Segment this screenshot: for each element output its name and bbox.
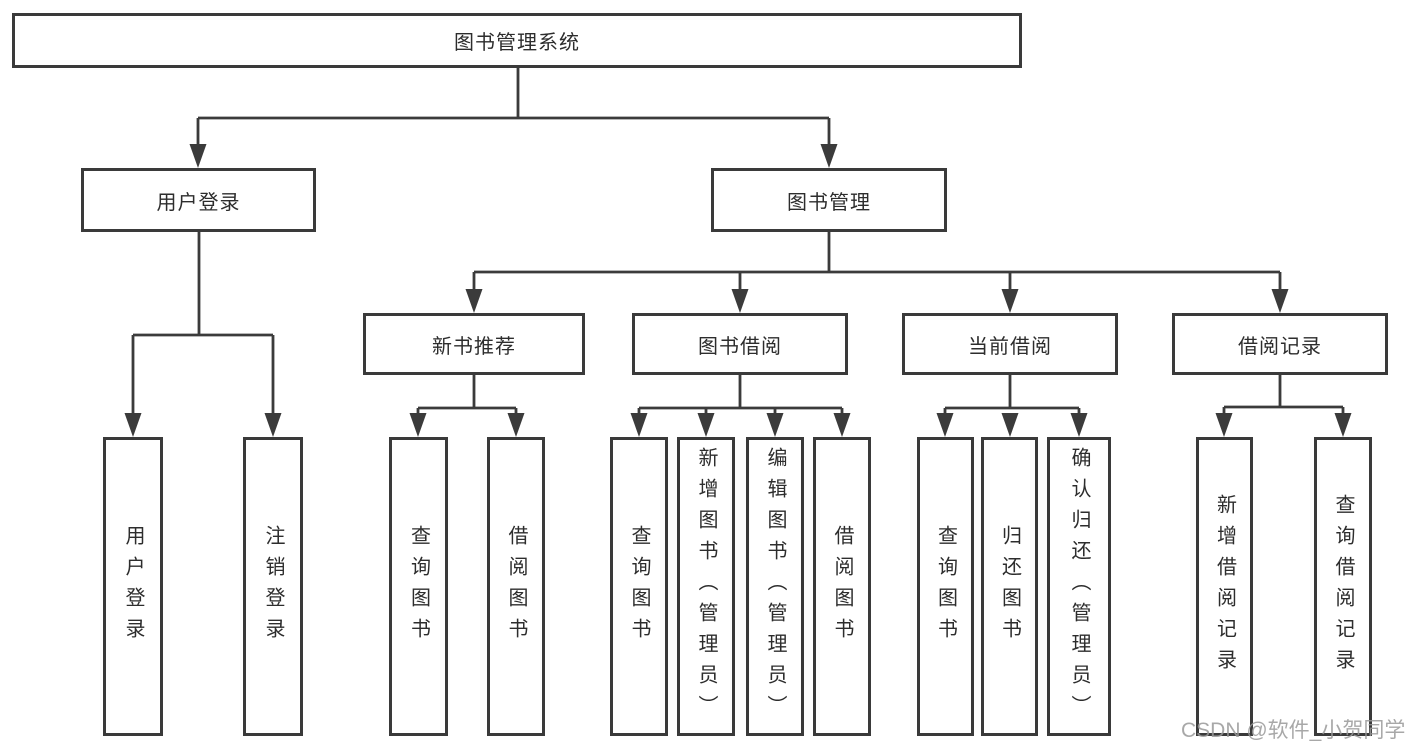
node-label: 图书借阅	[698, 335, 782, 358]
node-current-borrowing: 当前借阅	[902, 313, 1118, 375]
node-label: 查询借阅记录	[1332, 493, 1354, 680]
node-leaf-logout: 注销登录	[243, 437, 303, 736]
node-label: 借阅图书	[831, 524, 853, 649]
node-leaf-borrow-books: 借阅图书	[813, 437, 871, 736]
node-label: 图书管理系统	[454, 32, 580, 54]
node-label: 新增借阅记录	[1213, 493, 1236, 680]
node-label: 用户登录	[122, 524, 144, 649]
node-leaf-add-borrow-record: 新增借阅记录	[1196, 437, 1253, 736]
node-book-management: 图书管理	[711, 168, 947, 232]
node-leaf-return-books: 归还图书	[981, 437, 1038, 736]
node-label: 用户登录	[156, 191, 241, 214]
node-leaf-query-borrow-record: 查询借阅记录	[1314, 437, 1372, 736]
node-label: 当前借阅	[968, 335, 1052, 358]
node-label: 编辑图书（管理员）	[764, 447, 786, 726]
node-label: 新增图书（管理员）	[695, 447, 717, 726]
node-leaf-query-books-recommend: 查询图书	[389, 437, 448, 736]
node-leaf-borrow-books-recommend: 借阅图书	[487, 437, 545, 736]
node-book-borrowing: 图书借阅	[632, 313, 848, 375]
node-label: 借阅记录	[1238, 335, 1322, 358]
node-label: 图书管理	[787, 191, 871, 214]
node-label: 查询图书	[407, 524, 430, 649]
node-leaf-edit-book-admin: 编辑图书（管理员）	[746, 437, 804, 736]
node-leaf-add-book-admin: 新增图书（管理员）	[677, 437, 735, 736]
node-label: 归还图书	[998, 524, 1021, 649]
node-leaf-user-login: 用户登录	[103, 437, 163, 736]
node-leaf-confirm-return-admin: 确认归还（管理员）	[1047, 437, 1111, 736]
node-user-login: 用户登录	[81, 168, 316, 232]
node-label: 注销登录	[262, 524, 284, 649]
node-label: 新书推荐	[432, 335, 516, 358]
node-label: 查询图书	[934, 524, 957, 649]
node-leaf-query-books-current: 查询图书	[917, 437, 974, 736]
node-library-management-system: 图书管理系统	[12, 13, 1022, 68]
node-leaf-query-books-borrow: 查询图书	[610, 437, 668, 736]
node-label: 查询图书	[628, 524, 650, 649]
node-label: 借阅图书	[505, 524, 527, 649]
node-borrowing-records: 借阅记录	[1172, 313, 1388, 375]
node-new-book-recommend: 新书推荐	[363, 313, 585, 375]
node-label: 确认归还（管理员）	[1068, 447, 1090, 726]
